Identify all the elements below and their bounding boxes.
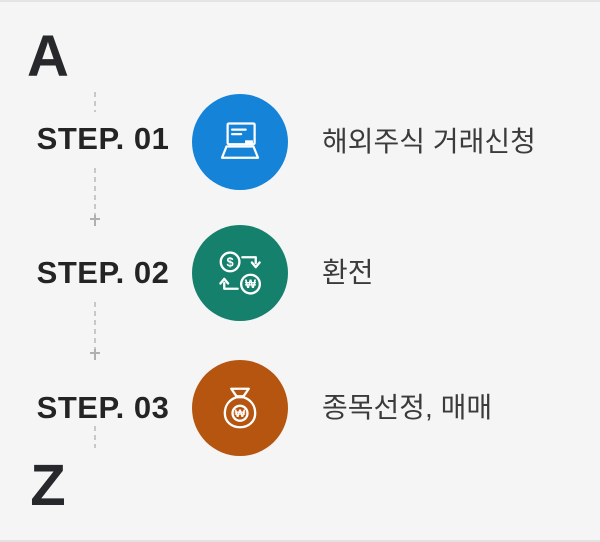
step-03-circle: ₩ <box>192 360 288 456</box>
arrow-down-icon <box>90 215 100 226</box>
dashed-connector <box>94 168 96 216</box>
step-01-label: STEP. 01 <box>36 121 170 156</box>
step-02-label: STEP. 02 <box>36 255 170 290</box>
currency-exchange-icon: $ ₩ <box>212 245 268 301</box>
svg-text:₩: ₩ <box>245 278 256 291</box>
arrow-down-icon <box>90 349 100 360</box>
step-01-circle <box>192 94 288 190</box>
money-bag-icon: ₩ <box>212 380 268 436</box>
end-marker-z: Z <box>30 453 66 518</box>
start-marker-a: A <box>27 24 69 89</box>
laptop-icon <box>213 115 267 169</box>
dashed-connector <box>94 426 96 448</box>
dashed-connector <box>94 92 96 112</box>
svg-text:₩: ₩ <box>235 408 246 420</box>
step-03-title: 종목선정, 매매 <box>322 392 493 423</box>
step-01-title: 해외주식 거래신청 <box>322 126 536 157</box>
step-02-circle: $ ₩ <box>192 225 288 321</box>
dashed-connector <box>94 302 96 350</box>
svg-text:$: $ <box>227 254 234 269</box>
step-03-label: STEP. 03 <box>36 390 170 425</box>
step-02-title: 환전 <box>322 257 374 288</box>
